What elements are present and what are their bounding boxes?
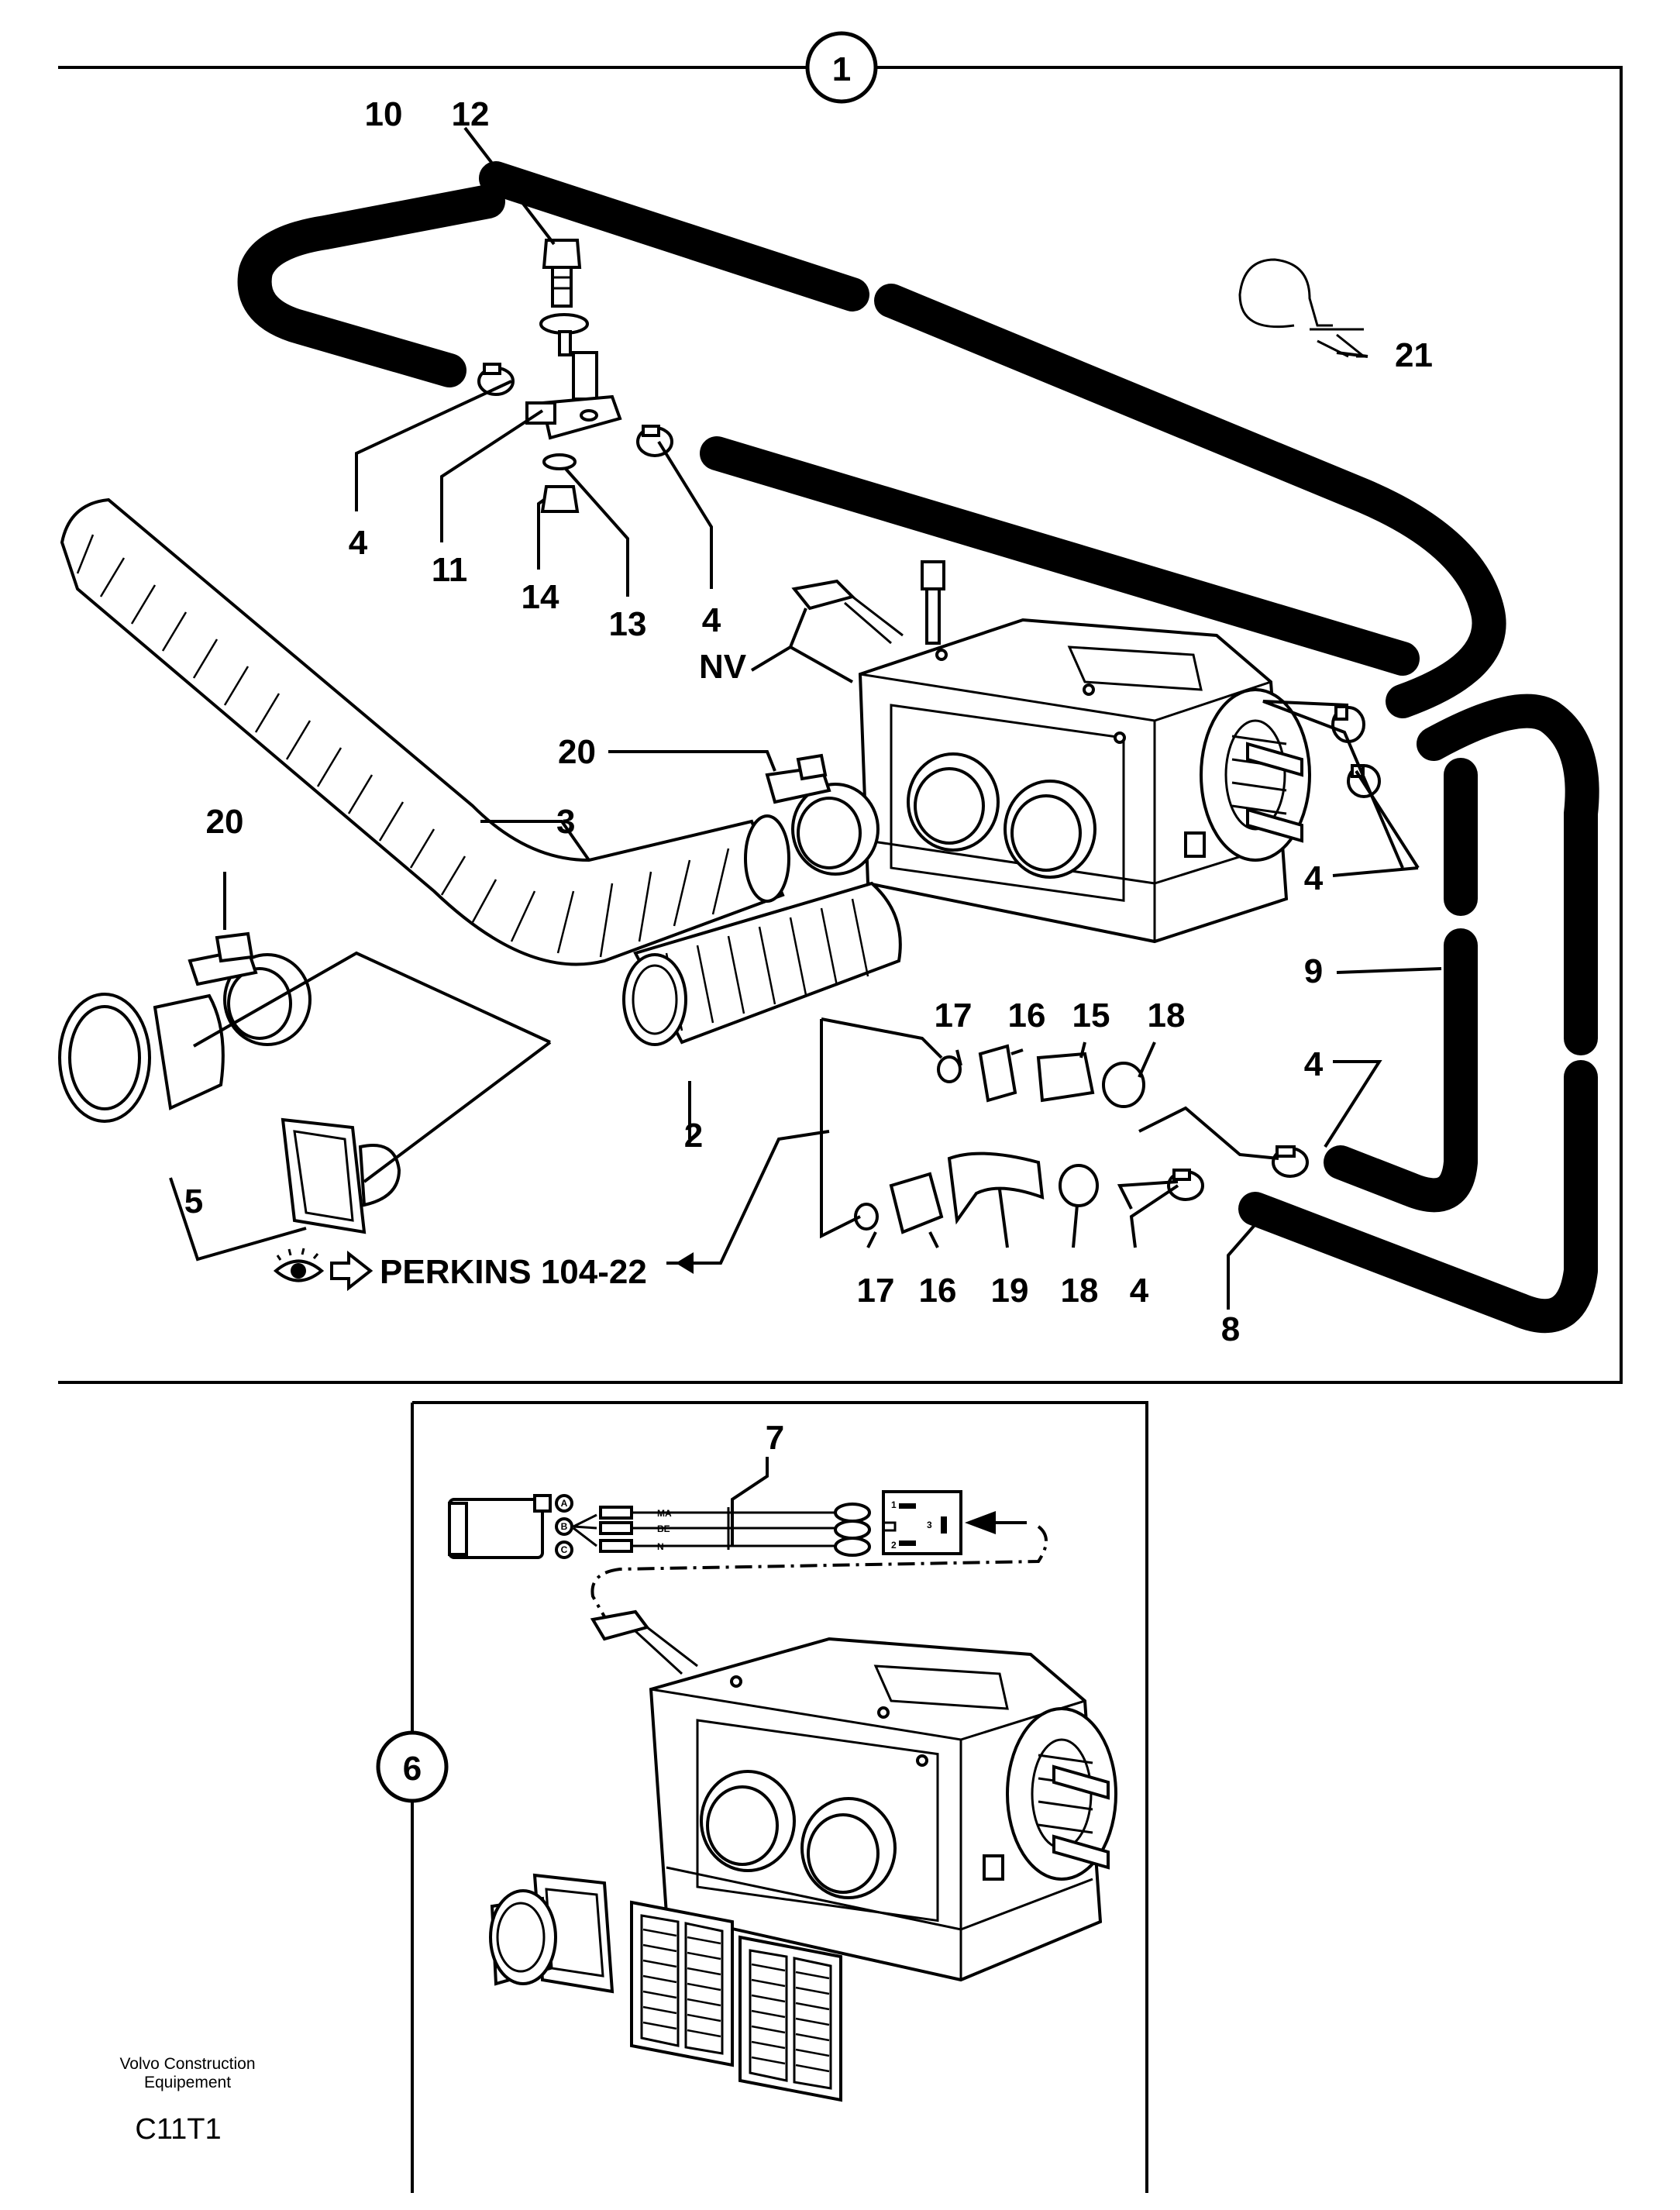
- callout-16a: 16: [1008, 997, 1046, 1034]
- fittings-lower: [854, 1151, 1099, 1234]
- callout-19: 19: [991, 1272, 1029, 1310]
- callout-9: 9: [1304, 952, 1323, 990]
- coolant-hoses: [237, 161, 1599, 1334]
- duct-clamp-20-left: [188, 931, 312, 1046]
- section-6-frame: 6: [376, 1401, 1148, 2193]
- nut-18: [1102, 1062, 1145, 1108]
- section-6-badge: [376, 1730, 449, 1803]
- air-vent-5: [58, 993, 401, 1234]
- nut-18b: [1059, 1164, 1099, 1207]
- water-valve-11: [525, 239, 622, 513]
- callout-7: 7: [766, 1419, 784, 1457]
- hose-lower: [700, 436, 1420, 676]
- heater-unit: [791, 560, 1311, 944]
- callout-4d: 4: [1304, 1045, 1324, 1083]
- callout-8: 8: [1221, 1310, 1240, 1348]
- callout-20b: 20: [206, 803, 244, 841]
- wiring-harness-7: 7 A B C MA BE N 1 3 2: [448, 1419, 1048, 1624]
- air-duct-3: [60, 497, 790, 966]
- reference-arrow: [676, 1252, 694, 1274]
- connector-block: [882, 1490, 962, 1555]
- callout-1: 1: [832, 50, 851, 88]
- callout-18b: 18: [1061, 1272, 1099, 1310]
- hose-clip-21: [1238, 258, 1368, 358]
- air-duct-2: [622, 881, 902, 1046]
- callout-2: 2: [684, 1117, 703, 1155]
- hose-9-upper: [1417, 694, 1599, 1055]
- callout-3: 3: [556, 803, 575, 841]
- callout-4b: 4: [702, 601, 721, 639]
- callout-21: 21: [1395, 336, 1433, 374]
- hose-9: [1324, 928, 1478, 1213]
- clamp-fitting-1: [1272, 1145, 1309, 1178]
- conn-pin-3-label: 3: [927, 1520, 932, 1530]
- company-name-line1: Volvo Construction: [119, 2055, 255, 2073]
- union-16b: [889, 1172, 944, 1234]
- arrow-left-icon: [965, 1511, 996, 1534]
- pin-b-label: B: [561, 1521, 568, 1532]
- clamp-fitting-2: [1167, 1169, 1204, 1201]
- section-1-frame: 1: [58, 31, 1623, 1384]
- hose-10: [237, 184, 505, 387]
- callout-labels: 10 12 21 4 11 14 13 4 NV 20 3 20 4 9 17 …: [184, 95, 1433, 1348]
- heater-unit-alt: [590, 1609, 1117, 1982]
- pipe-15: [1036, 1052, 1095, 1103]
- callout-14: 14: [522, 578, 559, 616]
- pin-a-label: A: [561, 1498, 568, 1509]
- conn-pin-1-label: 1: [891, 1499, 897, 1510]
- reference-text: PERKINS 104-22: [380, 1253, 647, 1291]
- drawing-code: C11T1: [135, 2113, 221, 2146]
- fittings-upper: [937, 1044, 1145, 1108]
- o-ring-17b: [854, 1203, 879, 1231]
- callout-12: 12: [452, 95, 490, 133]
- eye-icon: [273, 1248, 325, 1282]
- hose-upper-a: [479, 161, 869, 312]
- o-ring-17: [937, 1055, 962, 1083]
- arrow-right-icon: [330, 1250, 374, 1292]
- air-grille-right: [738, 1935, 842, 2102]
- callout-nv: NV: [699, 648, 747, 686]
- air-outlet-round: [489, 1873, 615, 1994]
- callout-17b: 17: [857, 1272, 895, 1310]
- duct-clamp-20-right: [765, 753, 880, 876]
- leader-lines: [169, 126, 1442, 1310]
- callout-17a: 17: [935, 997, 973, 1034]
- hose-8: [1238, 1060, 1598, 1334]
- callout-18a: 18: [1148, 997, 1186, 1034]
- union-16: [978, 1044, 1017, 1103]
- callout-11: 11: [432, 551, 468, 589]
- callout-15: 15: [1072, 997, 1110, 1034]
- callout-4c: 4: [1304, 859, 1324, 897]
- reference-perkins: PERKINS 104-22: [273, 1248, 647, 1292]
- callout-4a: 4: [349, 524, 368, 562]
- callout-4e: 4: [1130, 1272, 1149, 1310]
- callout-13: 13: [609, 605, 647, 643]
- air-grille-left: [630, 1900, 734, 2067]
- callout-16b: 16: [919, 1272, 957, 1310]
- hose-upper-b: [874, 284, 1506, 718]
- company-name-line2: Equipement: [144, 2074, 231, 2091]
- callout-10: 10: [365, 95, 403, 133]
- pin-c-label: C: [561, 1544, 568, 1555]
- clamp-upper-left: [477, 363, 515, 396]
- footer: Volvo Construction Equipement C11T1: [119, 2055, 255, 2146]
- section-1-badge: [805, 31, 878, 104]
- elbow-19: [947, 1151, 1045, 1225]
- callout-5: 5: [184, 1182, 203, 1220]
- conn-pin-2-label: 2: [891, 1540, 897, 1551]
- callout-20a: 20: [558, 733, 596, 771]
- callout-6: 6: [403, 1750, 422, 1788]
- clamp-heater-1: [1331, 705, 1365, 743]
- clamp-upper-right: [636, 425, 673, 457]
